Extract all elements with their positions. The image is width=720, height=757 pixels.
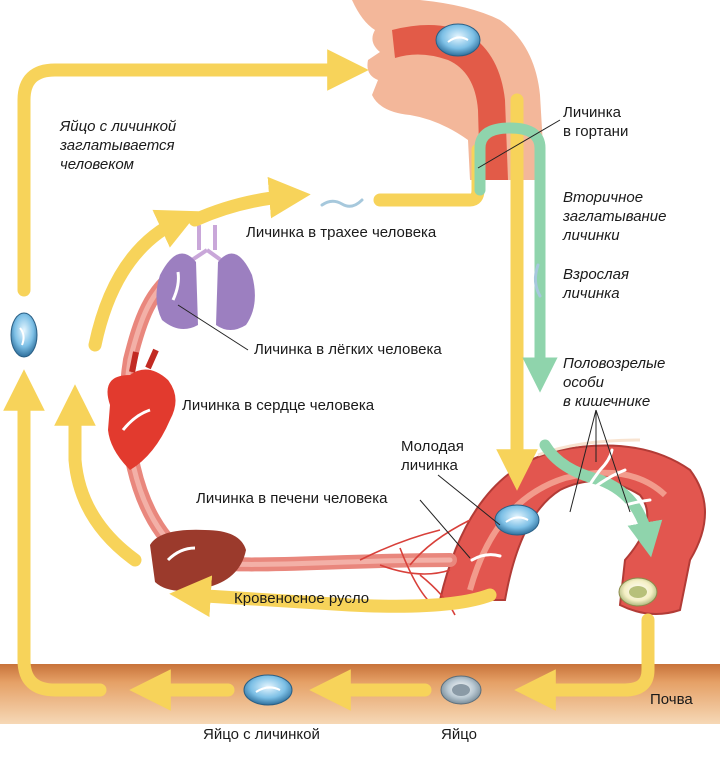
arrow-trachea-to-larynx — [373, 143, 485, 207]
label-larva-trachea: Личинка в трахее человека — [246, 224, 437, 241]
arrow-soil-up — [3, 369, 107, 697]
egg-intestine-exit — [618, 577, 658, 607]
label-larva-heart: Личинка в сердце человека — [182, 397, 375, 414]
larva-young — [470, 553, 502, 562]
larva-intestine-1 — [566, 448, 614, 522]
leader-mature-1 — [569, 409, 597, 513]
label-secondary-swallowing: Вторичное заглатывание личинки — [563, 189, 667, 244]
label-soil: Почва — [650, 691, 693, 708]
label-larva-liver: Личинка в печени человека — [196, 490, 388, 507]
lungs — [156, 225, 255, 330]
egg-with-larva-soil — [243, 674, 293, 706]
leader-young — [437, 474, 501, 526]
larva-adult — [533, 263, 542, 298]
arrow-lungs-to-trachea — [188, 176, 311, 227]
larvae — [320, 198, 652, 562]
arrow-liver-up — [54, 384, 142, 567]
label-larva-larynx: Личинка в гортани — [563, 104, 629, 140]
main-cycle-arrows — [3, 49, 655, 711]
egg-soil — [440, 675, 482, 705]
egg-side — [10, 312, 38, 358]
secondary-swallowing-arrow — [474, 122, 663, 558]
leader-lines — [177, 119, 631, 559]
label-egg-with-larva: Яйцо с личинкой — [203, 726, 320, 743]
arrow-heart-to-lungs — [88, 209, 199, 352]
arrow-swallow — [17, 49, 369, 297]
leader-liver — [419, 499, 471, 559]
larva-intestine-3 — [573, 498, 652, 532]
larva-trachea — [320, 198, 364, 208]
label-young-larva: Молодая личинка — [401, 438, 464, 474]
egg-intestine-entry — [494, 504, 540, 536]
label-larva-lungs: Личинка в лёгких человека — [254, 341, 442, 358]
leader-lungs — [177, 304, 249, 351]
liver — [150, 529, 246, 591]
label-egg: Яйцо — [441, 726, 477, 743]
leader-larynx — [477, 119, 561, 169]
label-adult-larva: Взрослая личинка — [563, 266, 629, 302]
label-egg-swallowed: Яйцо с личинкой заглатывается человеком — [60, 118, 177, 173]
arrow-intestine-to-soil — [514, 613, 655, 711]
leader-mature-3 — [595, 409, 631, 513]
larva-intestine-2 — [578, 468, 627, 502]
label-mature-in-intestine: Половозрелые особи в кишечнике — [563, 355, 666, 410]
label-bloodstream: Кровеносное русло — [234, 590, 370, 607]
capillary-net — [359, 519, 471, 616]
arrow-intestine-to-liver — [169, 575, 497, 618]
egg-mouth — [435, 23, 481, 57]
heart — [107, 348, 176, 470]
